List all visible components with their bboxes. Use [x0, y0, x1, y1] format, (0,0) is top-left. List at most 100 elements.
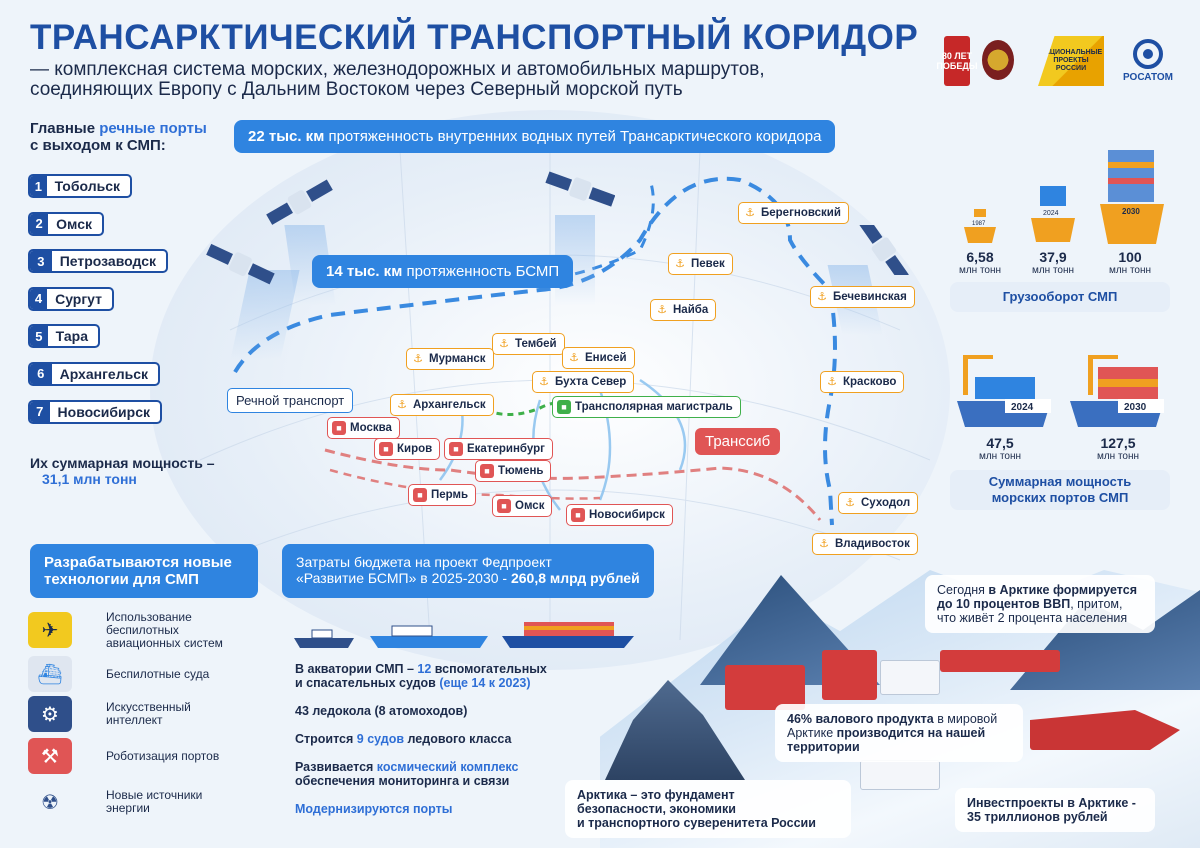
facts-list: В акватории СМП – 12 вспомогательных и с…	[295, 662, 615, 830]
ship-year: 2030	[1124, 402, 1147, 413]
station-name: Киров	[397, 443, 433, 455]
robot-arm-icon: ⚒	[28, 738, 72, 774]
tech-text: Использование беспилотных авиационных си…	[106, 609, 223, 650]
stat-unit: млн тонн	[1031, 265, 1075, 276]
sea-port-label: ⚓Суходол	[838, 492, 919, 514]
station-name: Тюмень	[498, 465, 544, 477]
heading-text: Главные	[30, 120, 100, 137]
fact-item: 43 ледокола (8 атомоходов)	[295, 704, 468, 718]
rosatom-icon	[1133, 39, 1163, 69]
train-icon: ■	[332, 421, 346, 435]
train-icon: ■	[557, 400, 571, 414]
subtitle-line: соединяющих Европу с Дальним Востоком че…	[30, 79, 683, 100]
budget-line: «Развитие БСМП» в 2025-2030 -	[296, 570, 511, 586]
sea-port-label: ⚓Мурманск	[406, 348, 494, 370]
list-item: ⛴Беспилотные суда	[28, 654, 246, 694]
card-line: безопасности, экономики	[577, 802, 736, 816]
fact-text: обеспечения мониторинга и связи	[295, 774, 510, 788]
river-ports-capacity: Их суммарная мощность – 31,1 млн тонн	[30, 455, 215, 487]
vessels-illustration	[294, 622, 634, 648]
port-name: Новосибирск	[57, 403, 150, 420]
waterways-value: 22 тыс. км	[248, 128, 325, 145]
transsib-tag: Транссиб	[695, 428, 781, 455]
train-icon: ■	[571, 508, 585, 522]
ship-icon: 2030	[1100, 150, 1164, 244]
anchor-icon: ⚓	[819, 538, 829, 550]
fact-item: Строится 9 судов ледового класса	[295, 732, 615, 746]
port-number: 5	[30, 326, 48, 347]
stat-value: 6,58	[966, 249, 994, 265]
budget-line: Затраты бюджета на проект Федпроект	[296, 554, 552, 570]
train-icon: ■	[413, 488, 427, 502]
port-name: Тара	[55, 328, 88, 345]
waterways-banner: 22 тыс. км протяженность внутренних водн…	[234, 120, 836, 153]
fact-item: Развивается космический комплекс обеспеч…	[295, 760, 615, 788]
satellite-icon	[858, 225, 909, 275]
page-subtitle: — комплексная система морских, железнодо…	[30, 60, 810, 100]
card-bold: в Арктике формируется	[988, 583, 1138, 597]
card-line: Инвестпроекты в Арктике -	[967, 796, 1136, 810]
list-item: ⚙Искусственный интеллект	[28, 694, 246, 734]
technologies-list: ✈Использование беспилотных авиационных с…	[28, 606, 246, 826]
port-name: Владивосток	[835, 538, 910, 550]
card-bold: до 10 процентов ВВП	[937, 597, 1071, 611]
rail-station-label: ■ Москва	[327, 417, 400, 439]
heading-text: с выходом к СМП:	[30, 137, 166, 154]
fact-item: В акватории СМП – 12 вспомогательных и с…	[295, 662, 615, 690]
transpolar-label: ■Трансполярная магистраль	[552, 396, 741, 418]
fact-highlight: 12	[417, 662, 432, 676]
port-name: Архангельск	[413, 399, 486, 411]
rail-station-label: ■Тюмень	[475, 460, 552, 482]
foundation-card: Арктика – это фундамент безопасности, эк…	[565, 780, 851, 838]
port-name: Омск	[56, 215, 92, 232]
card-text: что живёт 2 процента населения	[937, 611, 1128, 625]
stat-value: 127,5	[1100, 435, 1136, 451]
port-number: 1	[30, 176, 47, 196]
bsmp-route	[233, 176, 837, 526]
port-number: 4	[30, 288, 48, 309]
technologies-heading: Разрабатываются новые технологии для СМП	[30, 544, 258, 598]
heading-highlight: речные порты	[99, 120, 207, 137]
station-name: Пермь	[431, 489, 469, 501]
anchor-icon: ⚓	[397, 399, 407, 411]
wind-turbine-icon: ☢	[28, 784, 72, 820]
fact-item: Модернизируются порты	[295, 802, 453, 816]
capacity-value: 31,1 млн тонн	[42, 471, 137, 487]
port-ship-icon: 2030	[1070, 355, 1164, 427]
port-ship-icon: 2024	[957, 355, 1051, 427]
list-item: 5 Тара	[28, 324, 100, 349]
arctic-base-building	[822, 650, 877, 700]
river-ports-heading: Главные речные порты с выходом к СМП:	[30, 120, 230, 154]
station-name: Екатеринбург	[467, 443, 545, 455]
train-icon: ■	[379, 442, 393, 456]
rail-station-label: ■Омск	[492, 495, 553, 517]
ship-icon: 2024	[1031, 186, 1075, 242]
rosatom-logo: РОСАТОМ	[1118, 36, 1178, 86]
port-name: Тобольск	[54, 178, 120, 194]
anchor-icon: ⚓	[745, 207, 755, 219]
tech-text: Новые источники энергии	[106, 788, 203, 815]
tech-text: Искусственный интеллект	[106, 700, 191, 727]
national-projects-logo: НАЦИОНАЛЬНЫЕ ПРОЕКТЫ РОССИИ	[1038, 36, 1104, 86]
container-yard	[860, 760, 940, 790]
tech-text: Беспилотные суда	[106, 666, 210, 681]
station-name: Москва	[350, 422, 392, 434]
train-icon: ■	[449, 442, 463, 456]
budget-amount: 260,8 млрд рублей	[510, 570, 640, 586]
river-transport-tag: Речной транспорт	[227, 388, 354, 413]
port-number: 3	[30, 251, 52, 272]
rosatom-label: РОСАТОМ	[1123, 72, 1173, 83]
sea-port-label: ⚓Найба	[650, 299, 717, 321]
capacity-label: Их суммарная мощность –	[30, 455, 215, 471]
sea-port-label: ⚓Берегновский	[738, 202, 849, 224]
fact-text: ледового класса	[404, 732, 512, 746]
